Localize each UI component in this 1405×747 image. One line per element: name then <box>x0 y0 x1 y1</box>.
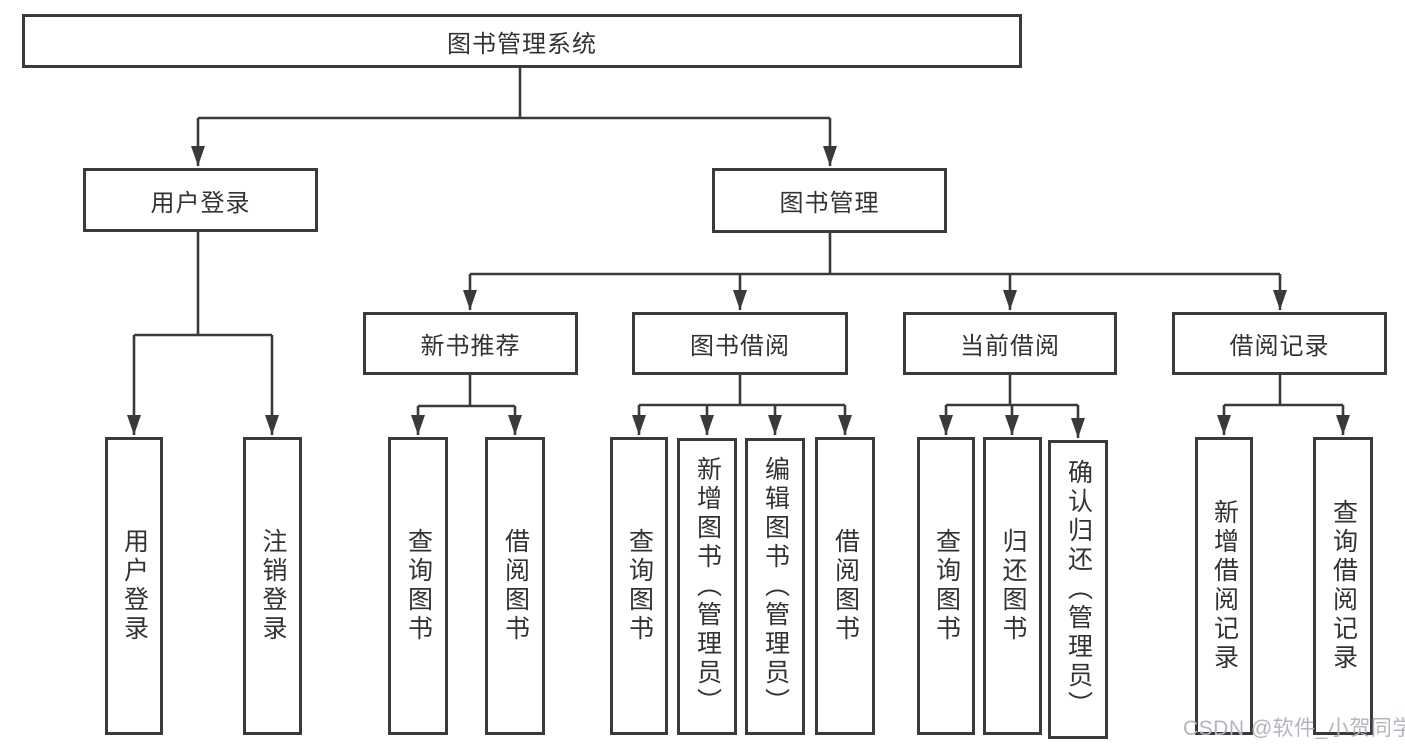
leaf-label: 查询借阅记录 <box>1329 499 1358 673</box>
leaf-query-borrow-record: 查询借阅记录 <box>1313 437 1373 735</box>
leaf-label: 借阅图书 <box>831 528 860 644</box>
leaf-label: 编辑图书（管理员） <box>761 456 790 717</box>
node-library-management-system: 图书管理系统 <box>22 14 1022 68</box>
leaf-label: 新增借阅记录 <box>1210 499 1239 673</box>
leaf-confirm-return-admin: 确认归还（管理员） <box>1048 440 1108 739</box>
node-current-borrow: 当前借阅 <box>903 312 1117 375</box>
node-borrow-records: 借阅记录 <box>1172 312 1387 375</box>
leaf-query-books-current: 查询图书 <box>917 437 975 735</box>
leaf-label: 注销登录 <box>259 528 287 644</box>
node-book-borrow: 图书借阅 <box>632 312 848 375</box>
leaf-query-books-recommend: 查询图书 <box>388 437 448 735</box>
leaf-logout: 注销登录 <box>243 437 302 735</box>
leaf-borrow-books-recommend: 借阅图书 <box>485 437 545 735</box>
leaf-label: 新增图书（管理员） <box>693 456 722 717</box>
leaf-label: 借阅图书 <box>501 528 530 644</box>
leaf-user-login: 用户登录 <box>105 437 163 735</box>
node-user-login: 用户登录 <box>83 168 318 232</box>
leaf-label: 确认归还（管理员） <box>1064 459 1093 720</box>
leaf-add-books-admin: 新增图书（管理员） <box>677 438 737 735</box>
leaf-return-books: 归还图书 <box>983 437 1042 735</box>
leaf-query-books-borrow: 查询图书 <box>610 437 668 735</box>
leaf-label: 归还图书 <box>999 528 1027 644</box>
node-new-book-recommend: 新书推荐 <box>363 312 578 375</box>
leaf-add-borrow-record: 新增借阅记录 <box>1195 437 1253 735</box>
leaf-borrow-books: 借阅图书 <box>815 437 875 735</box>
node-book-management: 图书管理 <box>712 168 947 233</box>
leaf-label: 用户登录 <box>120 528 149 644</box>
leaf-label: 查询图书 <box>404 528 433 644</box>
leaf-edit-books-admin: 编辑图书（管理员） <box>745 438 805 735</box>
leaf-label: 查询图书 <box>932 528 961 644</box>
csdn-watermark: CSDN @软件_小贺同学 <box>1183 717 1405 740</box>
leaf-label: 查询图书 <box>625 528 654 644</box>
